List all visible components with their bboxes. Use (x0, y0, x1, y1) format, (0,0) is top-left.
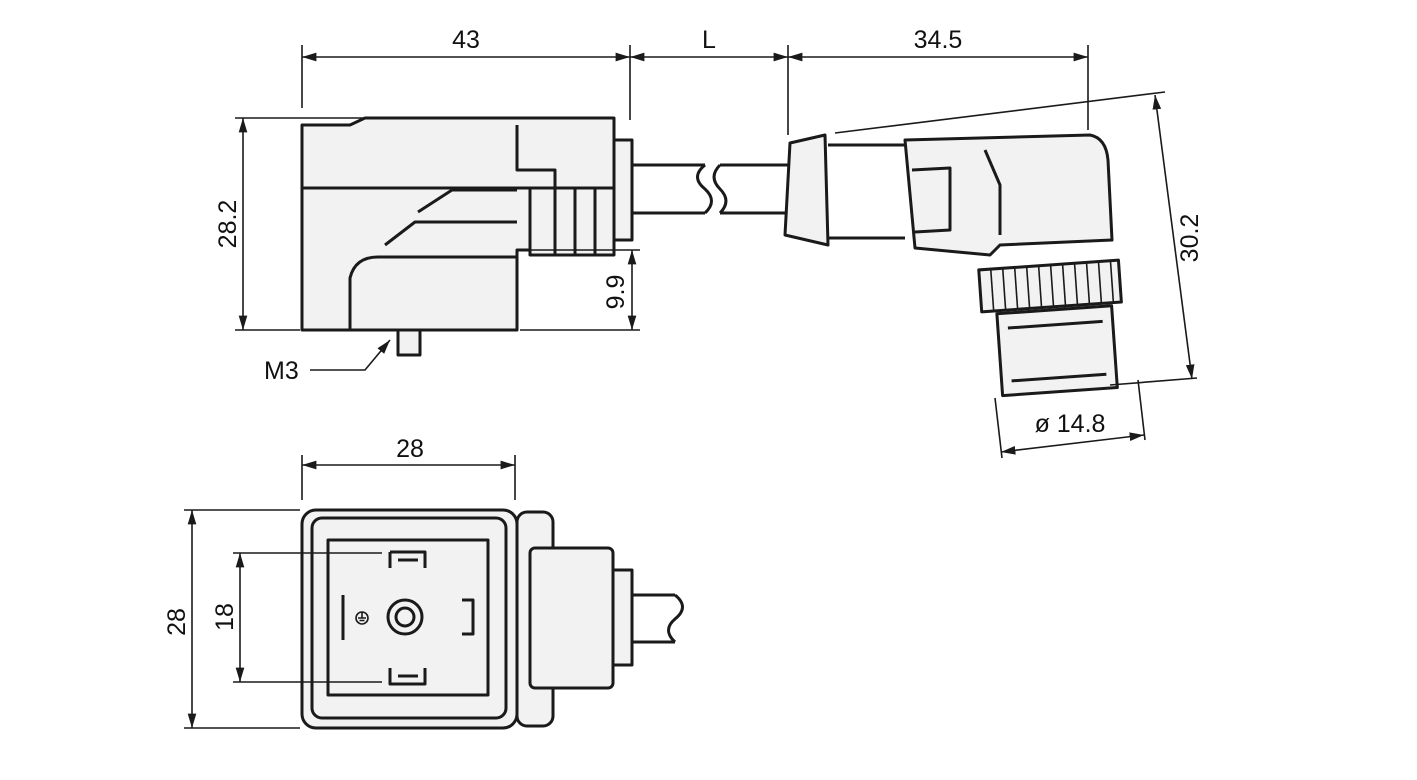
dim-height-28-2: 28.2 (214, 200, 242, 249)
dimension-lines-front (184, 455, 516, 729)
dim-cable-length: L (702, 26, 716, 54)
ground-icon (355, 611, 369, 625)
dim-height-30-2: 30.2 (1176, 214, 1204, 263)
dim-length-34-5: 34.5 (914, 26, 963, 54)
screw-label-m3: M3 (264, 357, 299, 385)
dim-front-height-28: 28 (163, 608, 191, 636)
valve-connector-side-view (300, 116, 713, 371)
dim-offset-9-9: 9.9 (602, 275, 630, 310)
cable-side (712, 163, 790, 215)
dim-width-43: 43 (452, 26, 480, 54)
dim-diameter-14-8: ø 14.8 (1035, 410, 1106, 438)
dim-front-width-28: 28 (396, 435, 424, 463)
valve-connector-front-view (300, 508, 684, 730)
m12-angled-connector (783, 133, 1123, 398)
dim-pin-spacing-18: 18 (211, 603, 239, 631)
dimension-lines-top (235, 45, 1198, 459)
